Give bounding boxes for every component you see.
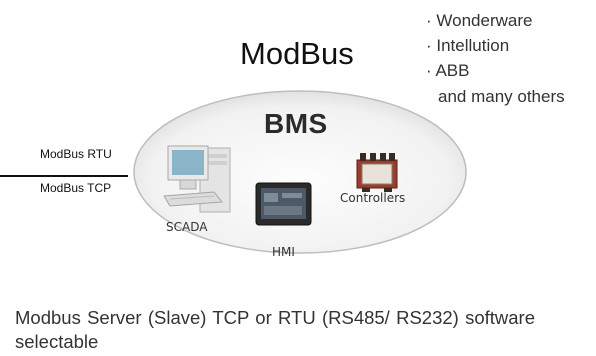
scada-label: SCADA — [166, 220, 208, 234]
controllers-label: Controllers — [340, 191, 406, 205]
vendor-item-others: and many others — [438, 87, 565, 106]
bms-label: BMS — [264, 108, 328, 139]
hmi-label: HMI — [272, 245, 295, 259]
controllers-module-icon — [356, 153, 398, 192]
protocol-label-rtu: ModBus RTU — [40, 147, 112, 161]
vendor-item: · ABB — [426, 61, 470, 80]
scada-computer-icon — [163, 145, 231, 213]
vendor-item: · Intellution — [426, 36, 510, 55]
hmi-panel-icon — [255, 182, 312, 226]
caption-text: Modbus Server (Slave) TCP or RTU (RS485/… — [15, 307, 535, 352]
vendor-item: · Wonderware — [426, 11, 533, 30]
diagram-title: ModBus — [240, 36, 354, 71]
protocol-label-tcp: ModBus TCP — [40, 181, 112, 195]
